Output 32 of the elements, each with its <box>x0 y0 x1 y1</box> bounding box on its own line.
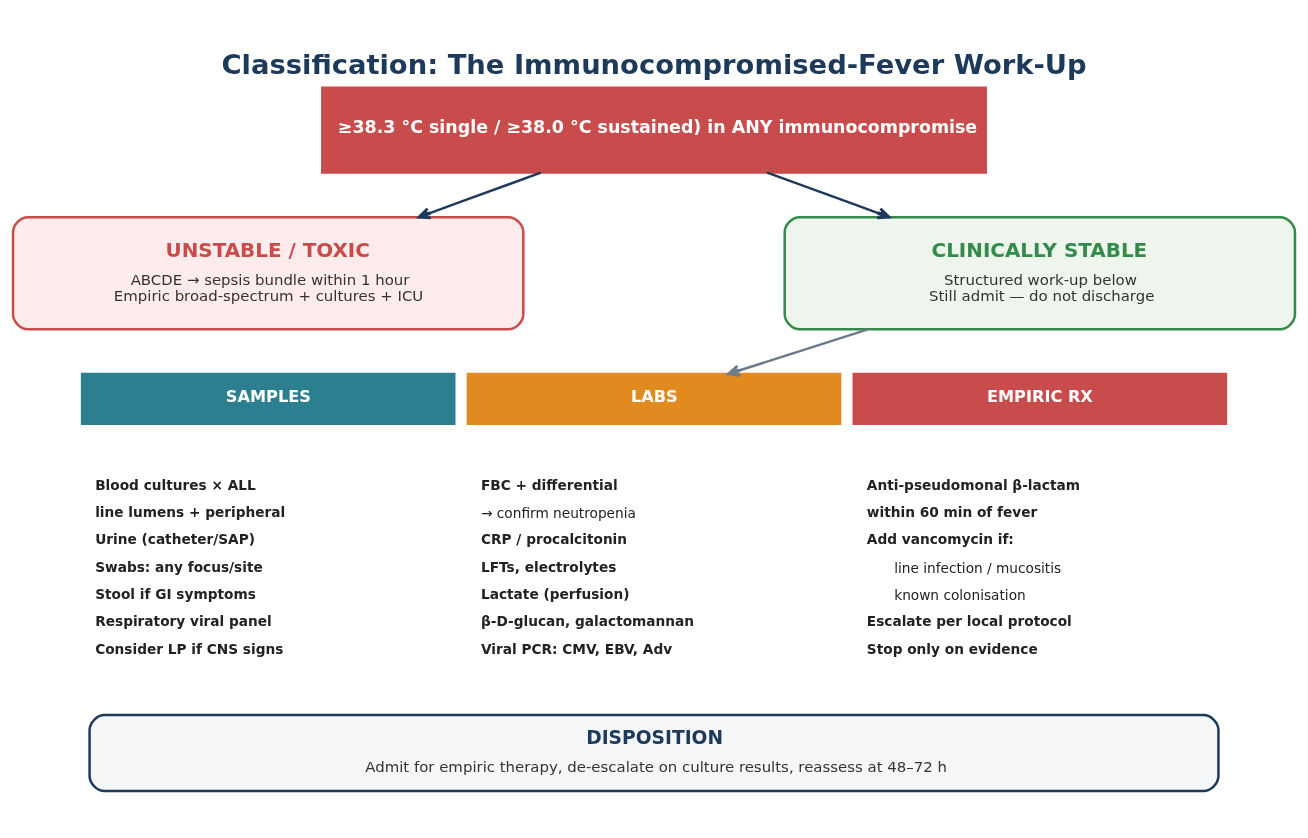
node-label: Add vancomycin if: <box>866 530 1014 547</box>
node-box: ≥38.3 °C single / ≥38.0 °C sustained) in ANY immunocompromise <box>321 86 987 174</box>
node-box: SAMPLES <box>80 372 456 425</box>
arrow <box>726 327 869 377</box>
node-label: Consider LP if CNS signs <box>95 640 284 657</box>
node-label: LFTs, electrolytes <box>481 558 617 575</box>
node-label: Lactate (perfusion) <box>481 585 630 602</box>
node-box: UNSTABLE / TOXIC ABCDE → sepsis bundle within 1 hour Empiric broad-spectrum + cultures + ICU <box>11 215 525 330</box>
node-label: Urine (catheter/SAP) <box>95 530 256 547</box>
node-label: line lumens + peripheral <box>95 503 286 520</box>
node-box: CLINICALLY STABLE Structured work-up below Still admit — do not discharge <box>783 215 1297 330</box>
node-label: Blood cultures × ALL <box>95 476 256 493</box>
node-box: LABS <box>466 372 842 425</box>
node-label: β-D-glucan, galactomannan <box>481 612 695 629</box>
node-label: Viral PCR: CMV, EBV, Adv <box>481 640 673 657</box>
node-label: → confirm neutropenia <box>481 504 636 521</box>
node-box: EMPIRIC RX <box>852 372 1228 425</box>
node-label: CRP / procalcitonin <box>481 530 628 547</box>
node-label: within 60 min of fever <box>866 503 1038 520</box>
node-box: DISPOSITION Admit for empiric therapy, de-escalate on culture results, reassess at 48–72 h <box>88 713 1220 792</box>
node-label: Escalate per local protocol <box>866 612 1072 629</box>
arrow <box>417 170 542 219</box>
node-label: Stop only on evidence <box>866 640 1038 657</box>
node-label: line infection / mucositis <box>894 559 1062 576</box>
node-label: Stool if GI symptoms <box>95 585 256 602</box>
node-label: known colonisation <box>894 586 1026 603</box>
arrow <box>766 170 891 219</box>
node-label: Anti-pseudomonal β-lactam <box>866 476 1080 493</box>
node-label: FBC + differential <box>481 476 618 493</box>
diagram-title: Classification: The Immunocompromised-Fever Work-Up <box>221 48 1087 80</box>
node-label: Swabs: any focus/site <box>95 558 263 575</box>
node-label: Respiratory viral panel <box>95 612 272 629</box>
